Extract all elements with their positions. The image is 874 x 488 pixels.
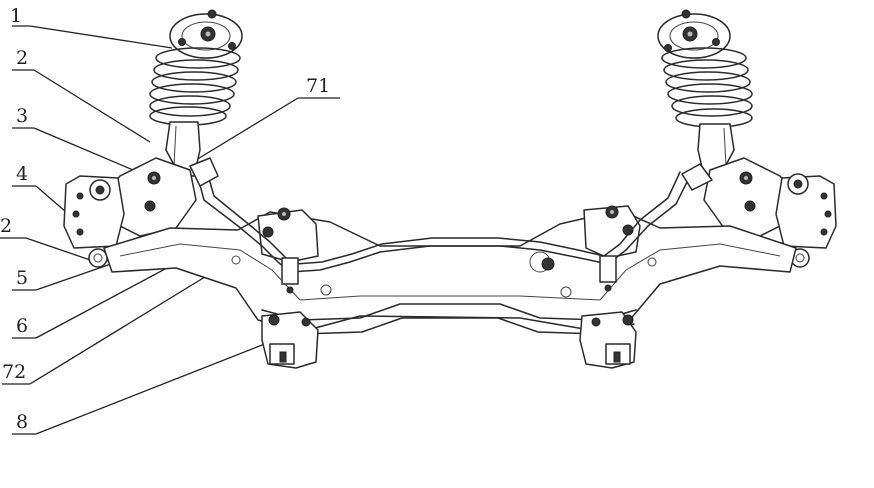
callout-4: 4 <box>12 163 67 213</box>
right-mount-bracket-front <box>579 311 637 369</box>
callout-72: 72 <box>2 257 237 385</box>
left-strut-assembly <box>63 9 243 268</box>
callout-label-8: 8 <box>16 411 28 433</box>
callout-label-72: 72 <box>2 361 26 383</box>
callout-label-6: 6 <box>16 315 28 337</box>
right-strut-assembly <box>657 9 837 268</box>
callout-label-2-upper: 2 <box>16 47 28 69</box>
left-mount-bracket-front <box>261 311 319 369</box>
callout-label-3: 3 <box>16 105 28 127</box>
callout-2-upper: 2 <box>12 47 151 143</box>
callout-label-2-lower: 2 <box>0 215 12 237</box>
callout-3: 3 <box>12 105 153 179</box>
left-mount-bracket-rear <box>257 207 319 263</box>
callout-label-4: 4 <box>16 163 28 185</box>
callout-71: 71 <box>195 75 340 161</box>
callout-label-5: 5 <box>16 267 28 289</box>
stabilizer-bar <box>189 157 713 294</box>
callout-label-71: 71 <box>306 75 330 97</box>
callout-1: 1 <box>10 5 173 49</box>
callout-2-lower: 2 <box>0 215 97 263</box>
callout-label-1: 1 <box>10 5 22 27</box>
subframe <box>103 209 797 335</box>
